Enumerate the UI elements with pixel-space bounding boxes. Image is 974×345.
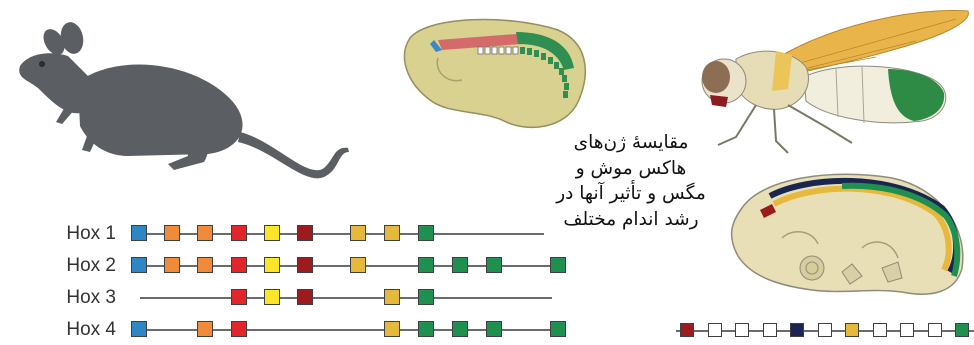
fly-hox-gene-white — [900, 323, 914, 337]
caption-line-1: مقایسهٔ ژن‌های — [573, 132, 689, 153]
hox-label-1: Hox 1 — [66, 223, 116, 244]
fly-hox-gene-white — [707, 323, 722, 337]
hox-label-2: Hox 2 — [66, 255, 116, 276]
fly-hox-gene-green — [955, 323, 969, 337]
hox-gene-gold — [384, 289, 400, 305]
hox-gene-green — [418, 289, 434, 305]
hox-gene-gold — [350, 257, 366, 273]
hox-gene-green — [550, 321, 566, 337]
hox-gene-green — [452, 321, 468, 337]
fly-hox-gene-white — [927, 323, 942, 337]
fly-hox-row — [676, 318, 974, 340]
hox-gene-green — [418, 225, 434, 241]
caption-line-3: مگس و تأثیر آنها در — [556, 183, 706, 204]
fly-hox-gene-white — [817, 323, 832, 337]
mouse-embryo-illustration — [730, 173, 964, 295]
fly-hox-gene-white — [735, 323, 749, 337]
hox-line-3 — [140, 297, 552, 299]
fly-hox-gene-white — [872, 323, 887, 337]
hox-gene-red — [231, 257, 247, 273]
hox-gene-orange — [164, 225, 180, 241]
fly-hox-gene-navy — [790, 323, 804, 337]
hox-gene-blue — [131, 225, 147, 241]
hox-row-3: Hox 3 — [0, 287, 600, 309]
hox-gene-gold — [350, 225, 366, 241]
hox-gene-blue — [131, 321, 147, 337]
hox-gene-blue — [131, 257, 147, 273]
caption-line-2: هاکس موش و — [575, 157, 687, 179]
hox-gene-green — [452, 257, 468, 273]
hox-label-3: Hox 3 — [66, 287, 116, 308]
hox-gene-yellow — [264, 257, 280, 273]
hox-gene-darkred — [297, 257, 313, 273]
hox-gene-green — [486, 257, 502, 273]
hox-gene-yellow — [264, 225, 280, 241]
hox-gene-yellow — [264, 289, 280, 305]
hox-gene-green — [418, 321, 434, 337]
hox-line-1 — [132, 233, 544, 235]
fly-illustration — [701, 9, 969, 154]
fly-hox-gene-white — [762, 323, 777, 337]
hox-gene-green — [550, 257, 566, 273]
hox-gene-orange — [197, 225, 213, 241]
hox-gene-red — [231, 289, 247, 305]
caption-line-4: رشد اندام مختلف — [563, 208, 699, 230]
hox-gene-red — [231, 321, 247, 337]
hox-gene-gold — [384, 225, 400, 241]
hox-gene-darkred — [297, 289, 313, 305]
mouse-silhouette-icon — [19, 22, 349, 179]
hox-line-2 — [132, 265, 560, 267]
hox-gene-green — [418, 257, 434, 273]
fly-hox-gene-darkred — [680, 323, 694, 337]
embryo-illustration — [403, 18, 586, 128]
hox-row-1: Hox 1 — [0, 223, 600, 245]
hox-gene-orange — [197, 257, 213, 273]
hox-gene-darkred — [297, 225, 313, 241]
hox-row-2: Hox 2 — [0, 255, 600, 277]
hox-gene-gold — [384, 321, 400, 337]
hox-gene-orange — [197, 321, 213, 337]
hox-gene-orange — [164, 257, 180, 273]
hox-label-4: Hox 4 — [66, 319, 116, 340]
caption-text: مقایسهٔ ژن‌های هاکس موش و مگس و تأثیر آن… — [540, 130, 722, 232]
hox-gene-red — [231, 225, 247, 241]
fly-hox-gene-gold — [845, 323, 859, 337]
hox-line-4 — [132, 329, 560, 331]
hox-gene-green — [486, 321, 502, 337]
hox-row-4: Hox 4 — [0, 319, 600, 341]
